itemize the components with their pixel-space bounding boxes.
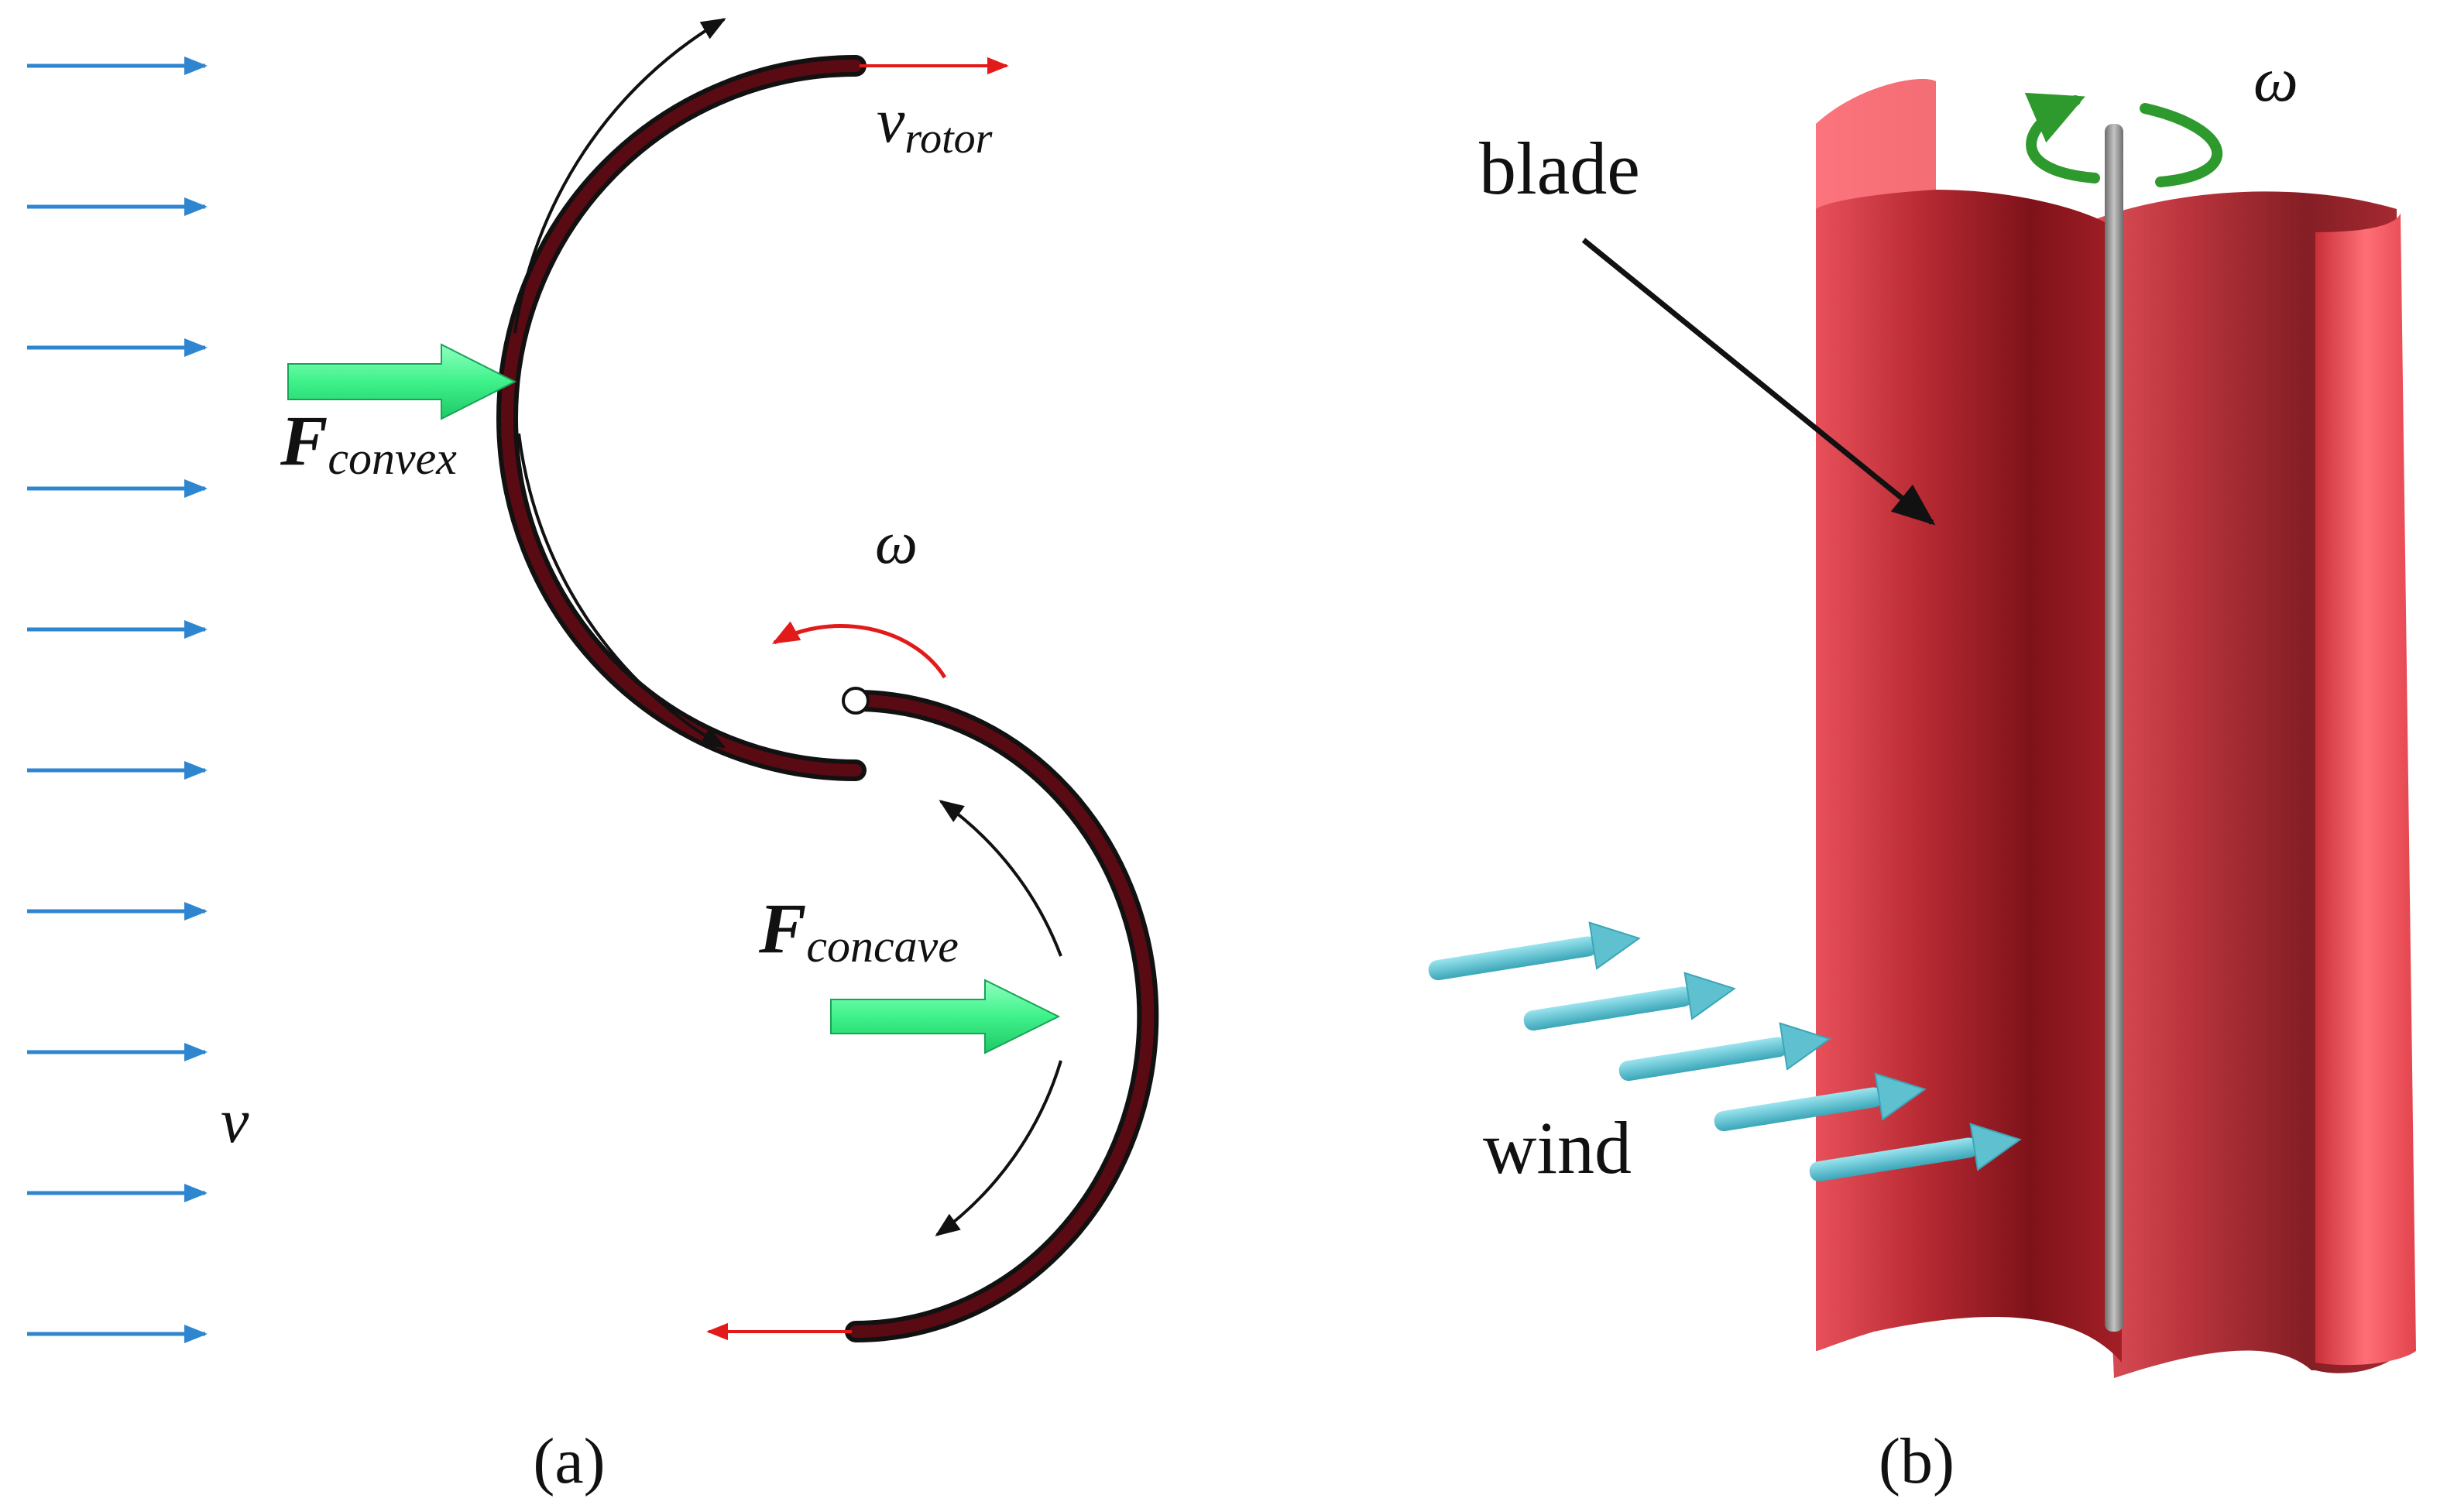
wind-arrows-3d: [1428, 921, 2022, 1182]
rotation-arrow-omega-3d: [2031, 101, 2223, 187]
blade-label: blade: [1479, 127, 1640, 210]
rotor-shaft: [2105, 124, 2123, 1332]
blade-right-lip: [2315, 213, 2416, 1366]
blade-left-top-edge: [1816, 79, 1936, 209]
wind-arrow-3d: [1809, 1123, 2022, 1182]
force-arrow-convex: [287, 343, 517, 420]
panel-a-caption: (a): [533, 1425, 605, 1497]
panel-b: blade wind ω (b): [1428, 44, 2416, 1497]
wind-arrow-3d: [1618, 1022, 1831, 1082]
panel-a: vrotor Fconvex Fconcave ω v (a): [27, 18, 1159, 1497]
omega-label-b: ω: [2253, 44, 2298, 115]
f-concave-sub: concave: [806, 921, 959, 972]
v-rotor-label: vrotor: [877, 85, 993, 163]
panel-b-caption: (b): [1879, 1425, 1955, 1497]
wind-speed-label: v: [221, 1085, 249, 1156]
omega-label-a: ω: [875, 509, 918, 576]
v-rotor-main: v: [877, 85, 905, 156]
f-convex-sub: convex: [328, 433, 457, 484]
f-convex-label: Fconvex: [280, 401, 457, 484]
f-convex-main: F: [280, 401, 328, 480]
force-arrow-concave: [830, 979, 1061, 1054]
wind-arrow-3d: [1428, 921, 1641, 981]
wind-arrows: [27, 57, 208, 1343]
rotor-hub: [842, 687, 870, 715]
f-concave-main: F: [758, 889, 806, 968]
blade-pointer-arrow: [1581, 238, 1936, 526]
wind-label: wind: [1483, 1106, 1632, 1189]
wind-arrow-3d: [1714, 1072, 1927, 1132]
rotation-arrow-omega: [771, 621, 947, 679]
surface-flow-arrows: [513, 18, 1062, 1236]
wind-arrow-3d: [1523, 972, 1736, 1031]
blade-left-half: [1816, 79, 2122, 1363]
f-concave-label: Fconcave: [758, 889, 959, 972]
savonius-blade-profile: [496, 55, 1159, 1342]
v-rotor-sub: rotor: [904, 115, 992, 163]
